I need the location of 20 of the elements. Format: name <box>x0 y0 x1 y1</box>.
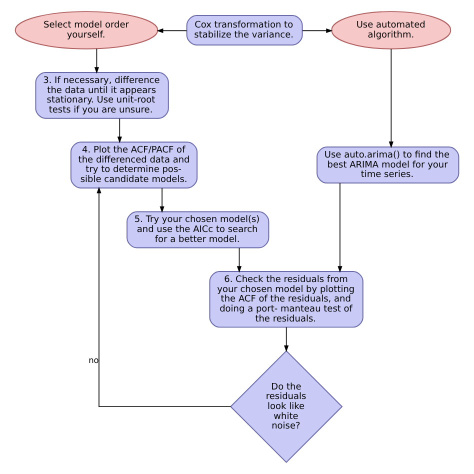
node-box: Use auto.arima() to find the best ARIMA model for your time series. <box>316 146 460 184</box>
node-box: 5. Try your chosen model(s) and use the AICc to search for a better model. <box>126 211 270 248</box>
arrow <box>388 48 394 148</box>
node-diamond: Do the residuals look like white noise? <box>230 350 343 464</box>
arrow <box>160 188 164 213</box>
arrow <box>156 28 188 34</box>
node-box: Cox transformation to stabilize the variance. <box>186 14 303 46</box>
edge-label: no <box>88 355 99 366</box>
arrow <box>236 248 242 273</box>
node-box: 6. Check the residuals from your chosen model by plotting the ACF of the residuals, and doing a port- manteau test of the residuals. <box>209 271 364 328</box>
arrow <box>94 48 100 74</box>
arrow <box>117 118 122 144</box>
node-box: 4. Plot the ACF/PACF of the differenced data and try to determine pos- sible candidate models. <box>70 142 198 188</box>
node-box: 3. If necessary, difference the data until it appears stationary. Use unit-root tests if you are unsure. <box>35 72 169 119</box>
arrow <box>96 186 232 408</box>
arrow <box>338 182 342 273</box>
arrow <box>302 28 333 34</box>
node-ellipse: Select model order yourself. <box>14 11 158 50</box>
node-ellipse: Use automated algorithm. <box>331 11 452 50</box>
arrow <box>284 326 289 352</box>
